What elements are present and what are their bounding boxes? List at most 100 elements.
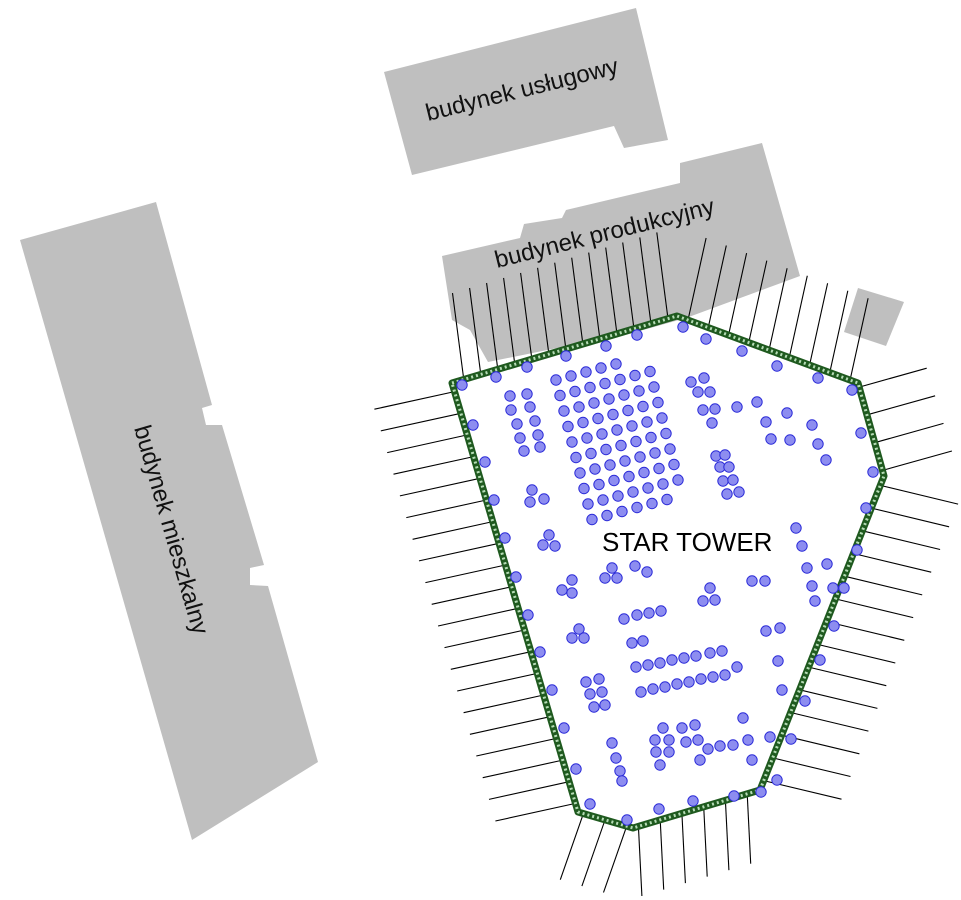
pile: [518, 445, 530, 457]
pile: [566, 574, 578, 586]
pile: [584, 381, 596, 394]
pile: [584, 798, 596, 810]
ground-anchor-line: [871, 507, 950, 528]
pile: [532, 429, 544, 441]
pile: [637, 400, 649, 413]
pile: [549, 540, 561, 552]
pile: [597, 494, 609, 506]
pile: [585, 447, 597, 460]
pile: [653, 803, 665, 815]
pile: [589, 463, 601, 475]
pile: [578, 482, 590, 495]
pile: [687, 795, 699, 807]
pile: [633, 385, 645, 397]
pile: [716, 645, 728, 657]
pile: [556, 584, 568, 596]
pile: [731, 401, 743, 413]
pile: [661, 493, 673, 506]
pile: [586, 513, 598, 526]
pile: [479, 456, 491, 468]
pile: [603, 393, 615, 405]
pile: [727, 474, 739, 486]
pile: [569, 385, 581, 398]
pile: [596, 428, 608, 440]
pile: [660, 427, 672, 440]
pile: [467, 419, 479, 431]
pile: [704, 582, 716, 594]
ground-anchor-line: [853, 552, 932, 573]
pile: [784, 434, 796, 446]
pile: [565, 370, 577, 382]
pile: [697, 404, 709, 416]
pile: [689, 719, 701, 731]
pile: [746, 754, 758, 766]
pile: [524, 401, 536, 413]
pile: [566, 436, 578, 448]
pile: [656, 412, 668, 424]
ground-anchor-line: [406, 499, 487, 519]
pile: [623, 470, 635, 483]
pile: [721, 488, 733, 500]
pile: [812, 372, 824, 384]
ground-anchor-line: [880, 484, 959, 505]
pile: [601, 509, 613, 522]
pile: [599, 699, 611, 711]
ground-anchor-line: [486, 282, 499, 371]
ground-anchor-line: [437, 607, 519, 627]
pile: [537, 539, 549, 551]
ground-anchor-line: [622, 242, 635, 330]
pile: [648, 381, 660, 393]
pile: [685, 376, 697, 388]
pile: [621, 814, 633, 826]
ground-anchor-line: [412, 521, 493, 540]
pile: [606, 737, 618, 749]
ground-anchor-line: [808, 283, 829, 367]
pile: [663, 734, 675, 746]
ground-anchor-line: [450, 651, 532, 670]
pile: [653, 462, 665, 475]
ground-anchor-line: [431, 586, 512, 605]
pile: [678, 652, 690, 664]
pile: [641, 416, 653, 428]
pile: [619, 455, 631, 467]
pile: [692, 386, 704, 398]
ground-anchor-line: [808, 666, 887, 687]
pile: [652, 396, 664, 409]
ground-anchor-line: [882, 450, 953, 471]
ground-anchor-line: [707, 245, 727, 329]
pile: [704, 647, 716, 659]
ground-anchor-line: [746, 793, 752, 864]
ground-anchor-line: [849, 298, 869, 382]
pile: [593, 478, 605, 491]
pile: [566, 587, 578, 599]
pile: [717, 475, 729, 487]
pile: [543, 529, 555, 541]
pile: [573, 401, 585, 413]
pile: [707, 671, 719, 683]
pile: [566, 632, 578, 644]
pile: [663, 746, 675, 758]
ground-anchor-line: [451, 293, 465, 381]
pile: [765, 433, 777, 445]
pile: [558, 722, 570, 734]
pile: [622, 404, 634, 417]
pile: [570, 763, 582, 775]
pile: [595, 362, 607, 374]
pile: [593, 673, 605, 685]
pile: [672, 474, 684, 486]
pile: [774, 622, 786, 634]
pile: [772, 655, 784, 667]
pile: [488, 494, 500, 506]
ground-anchor-line: [865, 395, 936, 416]
pile: [671, 678, 683, 690]
ground-anchor-line: [374, 391, 455, 410]
pile: [742, 734, 754, 746]
pile: [616, 775, 628, 787]
pile: [588, 397, 600, 409]
pile: [614, 765, 626, 777]
pile: [524, 496, 536, 508]
pile: [635, 686, 647, 698]
pile: [580, 676, 592, 688]
pile: [490, 371, 502, 383]
pile: [610, 358, 622, 370]
